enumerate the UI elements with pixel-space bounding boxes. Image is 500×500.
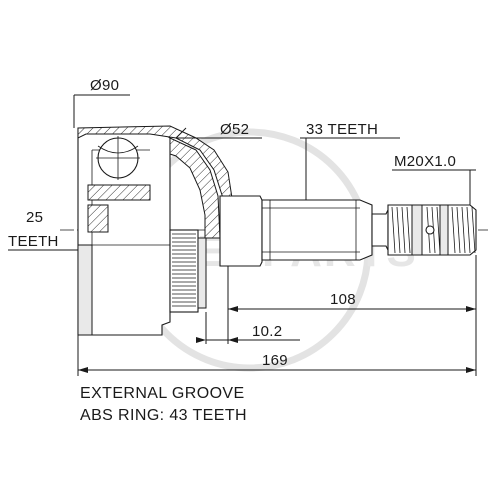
diameter-52-label: Ø52 [220, 121, 249, 138]
dimension-108-label: 108 [330, 291, 356, 308]
dimension-169-label: 169 [262, 352, 288, 369]
thread-line [406, 206, 411, 254]
thread-line [401, 206, 406, 254]
dimension-lines [8, 94, 477, 376]
bell-housing [77, 125, 233, 336]
thread-line [451, 206, 456, 254]
thread-line [396, 206, 401, 254]
diameter-90-label: Ø90 [90, 77, 119, 94]
outer-spline-teeth-label: 33 TEETH [306, 121, 378, 138]
thread-spec-label: M20X1.0 [394, 153, 456, 170]
thread-line [391, 206, 396, 254]
ball [96, 136, 140, 180]
shaft [219, 195, 477, 267]
inner-teeth-word-label: TEETH [8, 233, 59, 250]
external-groove-note: EXTERNAL GROOVE [80, 385, 245, 402]
abs-ring [169, 229, 207, 313]
inner-teeth-count-label: 25 [26, 209, 43, 226]
thread-line [466, 206, 471, 254]
thread-line [471, 206, 476, 254]
thread-line [461, 206, 466, 254]
dimension-10-2-label: 10.2 [252, 323, 282, 340]
abs-ring-note: ABS RING: 43 TEETH [80, 407, 247, 424]
thread-line [456, 206, 461, 254]
